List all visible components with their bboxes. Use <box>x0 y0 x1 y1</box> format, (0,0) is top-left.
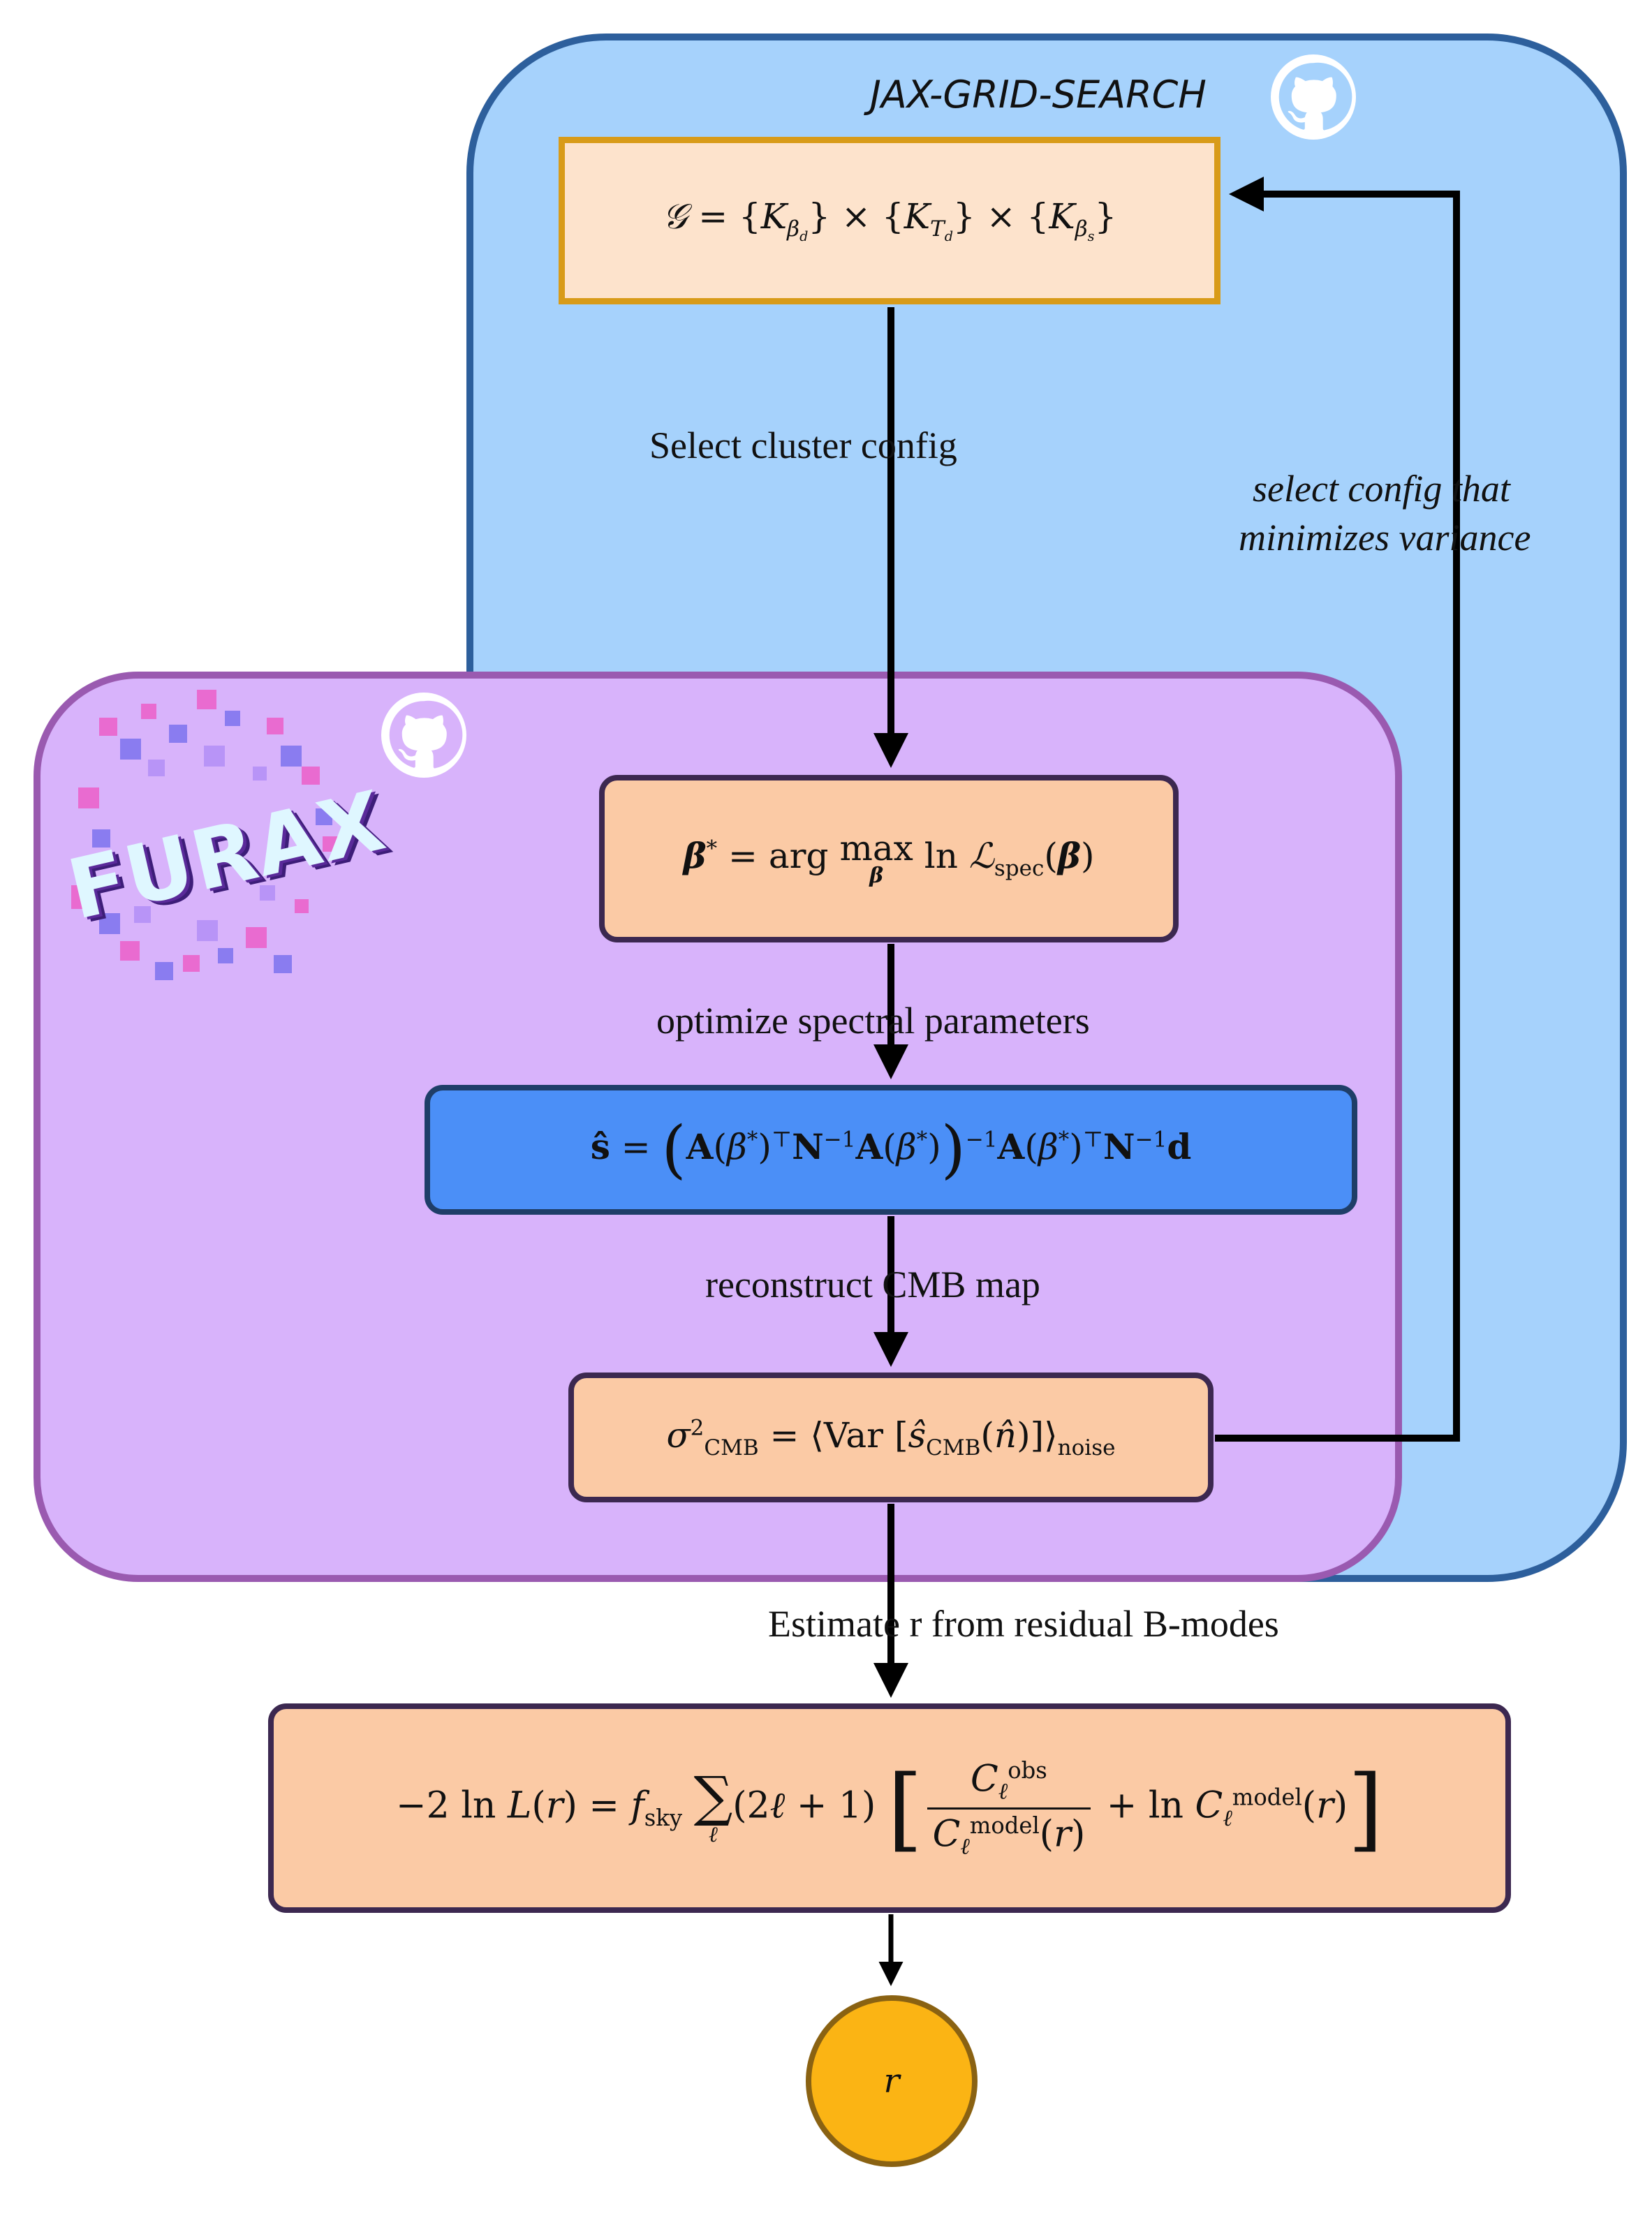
edge-label-optimize: optimize spectral parameters <box>656 1000 1090 1042</box>
edge-label-select-config-1: select config that <box>1253 468 1510 510</box>
github-icon[interactable] <box>1271 54 1356 140</box>
edge-label-estimate: Estimate r from residual B-modes <box>768 1603 1279 1645</box>
cmb-reconstruction-box: ŝ = (A(β*)⊤N−1A(β*))−1A(β*)⊤N−1d <box>425 1085 1357 1215</box>
edge-label-reconstruct: reconstruct CMB map <box>705 1264 1040 1305</box>
sigma-equation: σ2CMB = ⟨Var [ŝCMB(n̂)]⟩noise <box>666 1414 1116 1460</box>
grid-equation: 𝒢 = {Kβd} × {KTd} × {Kβs} <box>662 196 1117 245</box>
r-output-node: r <box>806 1995 978 2167</box>
furax-logo <box>71 690 338 980</box>
grid-search-space-box: 𝒢 = {Kβd} × {KTd} × {Kβs} <box>559 137 1220 304</box>
shat-equation: ŝ = (A(β*)⊤N−1A(β*))−1A(β*)⊤N−1d <box>590 1113 1192 1186</box>
edge-label-select-config-2: minimizes variance <box>1239 517 1531 558</box>
variance-box: σ2CMB = ⟨Var [ŝCMB(n̂)]⟩noise <box>568 1373 1214 1502</box>
edge-label-select-cluster: Select cluster config <box>649 424 957 466</box>
jax-grid-search-title: JAX-GRID-SEARCH <box>870 73 1207 117</box>
github-icon[interactable] <box>381 693 466 778</box>
